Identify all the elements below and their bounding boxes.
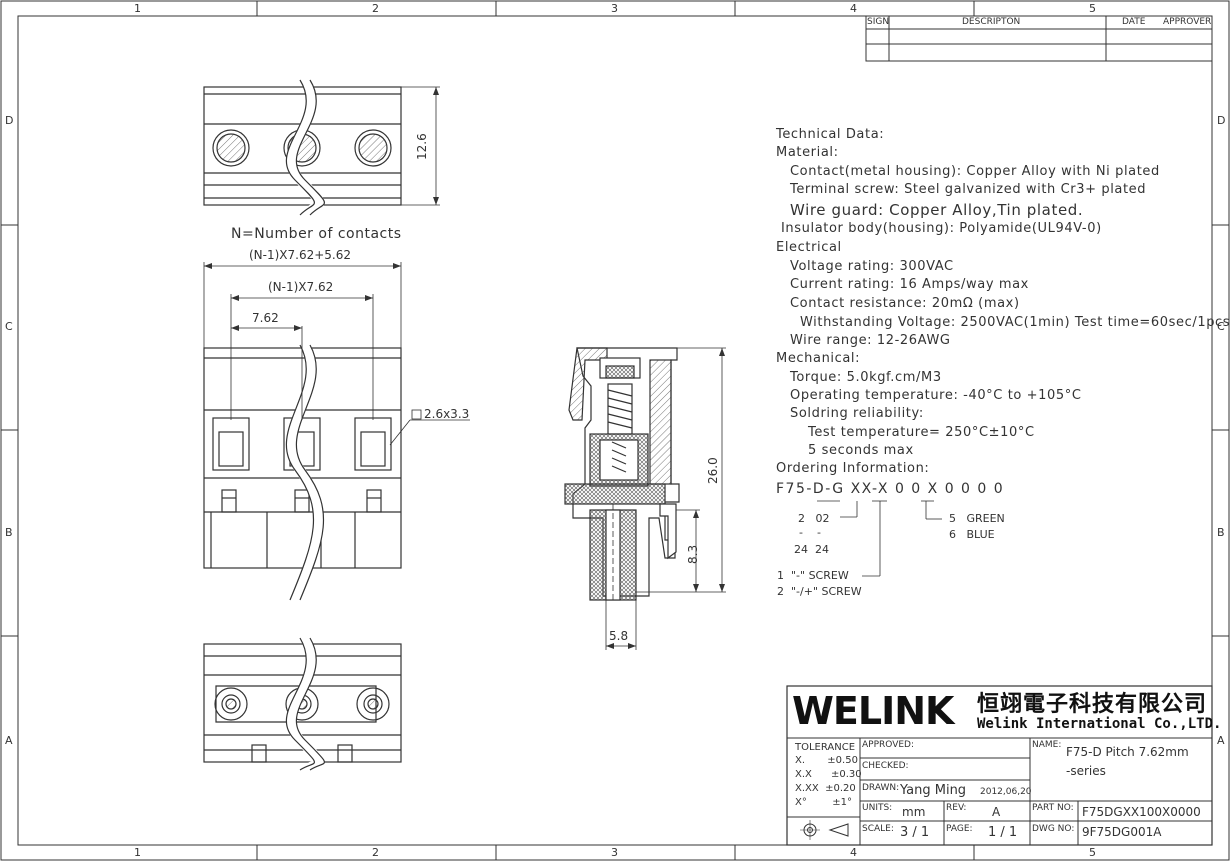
order-screw-a: 1 "-" SCREW [777, 569, 849, 582]
page-label: PAGE: [946, 824, 973, 834]
tech-line: 5 seconds max [808, 443, 914, 458]
units-value: mm [902, 805, 926, 819]
zone-top-5: 5 [1089, 2, 1096, 15]
zone-bottom-1: 1 [134, 846, 141, 859]
rev-header-description: DESCRIPTON [962, 17, 1021, 27]
tech-line: Contact resistance: 20mΩ (max) [790, 296, 1020, 311]
rev-header-sign: SIGN [867, 17, 890, 27]
zone-right-d: D [1217, 114, 1226, 127]
tech-line: Voltage rating: 300VAC [790, 259, 954, 274]
zone-bottom-3: 3 [611, 846, 618, 859]
drawn-date: 2012,06,20 [980, 787, 1032, 797]
zone-right-b: B [1217, 526, 1225, 539]
order-color-b: 6 BLUE [949, 528, 995, 541]
order-pins-b: - - [799, 526, 821, 539]
rev-header-date: DATE [1122, 17, 1146, 27]
zone-bottom-4: 4 [850, 846, 857, 859]
company-name-en: Welink International Co.,LTD. [977, 716, 1222, 732]
zone-top-4: 4 [850, 2, 857, 15]
front-view [203, 262, 470, 602]
zone-left-b: B [5, 526, 13, 539]
part-no-value: F75DGXX100X0000 [1082, 805, 1201, 819]
tech-line: Withstanding Voltage: 2500VAC(1min) Test… [800, 315, 1230, 330]
drawn-label: DRAWN: [862, 783, 900, 793]
approved-label: APPROVED: [862, 740, 914, 750]
dwg-no-value: 9F75DG001A [1082, 825, 1162, 839]
zone-left-d: D [5, 114, 14, 127]
tolerance-label: TOLERANCE [795, 742, 856, 753]
tolerance-xxx: X.XX ±0.20 [795, 783, 856, 794]
tech-line: Technical Data: [776, 127, 885, 142]
tech-line: Ordering Information: [776, 461, 930, 476]
screw-head [212, 129, 250, 167]
tech-line: Test temperature= 250°C±10°C [808, 425, 1035, 440]
top-view [203, 77, 440, 219]
dim-pin-height: 8.3 [686, 544, 700, 564]
units-label: UNITS: [862, 803, 893, 813]
tech-line: Soldring reliability: [790, 406, 924, 421]
tolerance-angle: X° ±1° [795, 797, 853, 808]
ordering-leaders [817, 500, 942, 577]
screw-head [354, 129, 392, 167]
tech-line: Torque: 5.0kgf.cm/M3 [790, 370, 942, 385]
order-code: F75-D-G XX-X 0 0 X 0 0 0 0 [776, 481, 1005, 497]
tech-line: Material: [776, 145, 839, 160]
bottom-view [203, 635, 402, 775]
dim-side-height: 26.0 [706, 457, 720, 484]
welink-logo: WELINK [792, 689, 954, 733]
dwg-no-label: DWG NO: [1032, 824, 1075, 834]
order-screw-b: 2 "-/+" SCREW [777, 585, 862, 598]
tolerance-xx: X.X ±0.30 [795, 769, 862, 780]
dim-wire-hole: 2.6x3.3 [424, 407, 470, 421]
zone-right-c: C [1217, 320, 1225, 333]
rev-header-approver: APPROVER [1163, 17, 1212, 27]
tech-line: Terminal screw: Steel galvanized with Cr… [790, 182, 1147, 197]
scale-value: 3 / 1 [900, 825, 930, 840]
dim-overall: (N-1)X7.62+5.62 [249, 248, 352, 262]
scale-label: SCALE: [862, 824, 894, 834]
tech-line: Electrical [776, 240, 842, 255]
tolerance-x: X. ±0.50 [795, 755, 858, 766]
zone-top-3: 3 [611, 2, 618, 15]
part-no-label: PART NO: [1032, 803, 1074, 813]
tech-line: Insulator body(housing): Polyamide(UL94V… [781, 221, 1102, 236]
revision-table [865, 15, 1213, 62]
tech-line: Operating temperature: -40°C to +105°C [790, 388, 1082, 403]
title-block [786, 685, 1213, 846]
company-name-cn: 恒翊電子科技有限公司 [977, 691, 1208, 717]
tech-line: Contact(metal housing): Copper Alloy wit… [790, 164, 1160, 179]
name-line-1: F75-D Pitch 7.62mm [1066, 745, 1189, 759]
rev-value: A [992, 805, 1001, 819]
zone-right-a: A [1217, 734, 1225, 747]
order-pins-a: 2 02 [798, 512, 830, 525]
order-color-a: 5 GREEN [949, 512, 1005, 525]
dim-pin-width: 5.8 [609, 629, 629, 643]
zone-top-1: 1 [134, 2, 141, 15]
n-label: N=Number of contacts [231, 226, 402, 242]
zone-bottom-5: 5 [1089, 846, 1096, 859]
name-label: NAME: [1032, 740, 1062, 750]
page-value: 1 / 1 [988, 825, 1018, 840]
checked-label: CHECKED: [862, 761, 909, 771]
zone-left-c: C [5, 320, 13, 333]
order-pins-c: 24 24 [794, 543, 829, 556]
zone-left-a: A [5, 734, 13, 747]
tech-line: Wire range: 12-26AWG [790, 333, 951, 348]
drawn-by: Yang Ming [900, 783, 967, 798]
dim-top-height: 12.6 [415, 133, 429, 160]
side-section-view [564, 347, 726, 650]
name-line-2: -series [1066, 764, 1106, 778]
tech-line: Mechanical: [776, 351, 861, 366]
zone-top-2: 2 [372, 2, 379, 15]
zone-bottom-2: 2 [372, 846, 379, 859]
rev-label: REV: [946, 803, 967, 813]
dim-pitch: 7.62 [252, 311, 279, 325]
dim-span: (N-1)X7.62 [268, 280, 334, 294]
tech-line: Wire guard: Copper Alloy,Tin plated. [790, 201, 1084, 219]
tech-line: Current rating: 16 Amps/way max [790, 277, 1029, 292]
